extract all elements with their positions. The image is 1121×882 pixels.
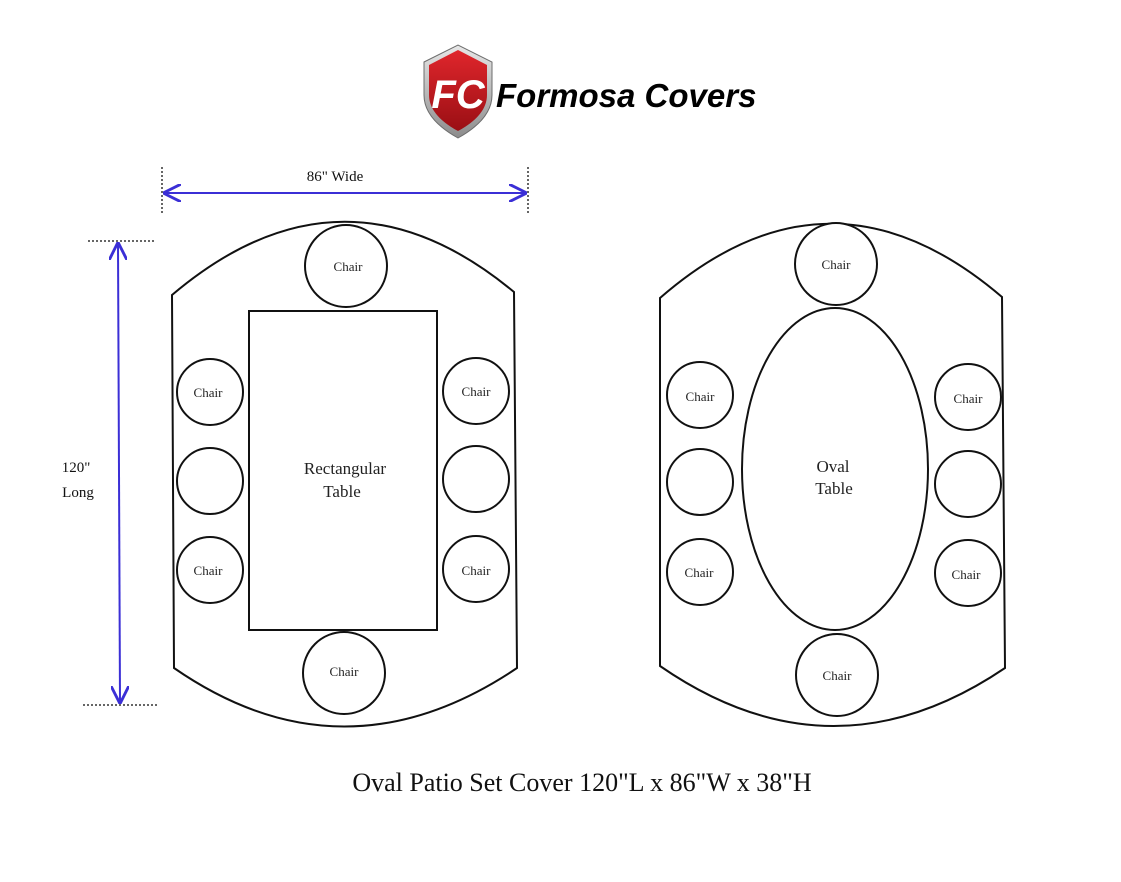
length-dimension: 120" Long — [62, 240, 158, 706]
chair-circle — [442, 445, 510, 513]
chair — [176, 447, 244, 515]
chair-circle — [934, 539, 1002, 607]
rectangular-layout: Rectangular Table Chair Chair Chair Chai… — [170, 220, 519, 728]
chair-circle — [934, 450, 1002, 518]
width-dim-label: 86" Wide — [307, 169, 364, 185]
chair: Chair — [442, 535, 510, 603]
chair: Chair — [304, 224, 388, 308]
oval-table-label-line2: Table — [815, 479, 853, 498]
length-dim-arrow — [118, 244, 120, 702]
width-dimension: 86" Wide — [161, 167, 529, 215]
shield-red-fill — [429, 50, 487, 131]
chair-circle — [794, 222, 878, 306]
chair-circle — [666, 538, 734, 606]
chair-label: Chair — [954, 391, 984, 406]
chair-circle — [176, 358, 244, 426]
chair-label: Chair — [194, 563, 224, 578]
chair — [934, 450, 1002, 518]
chair-label: Chair — [952, 567, 982, 582]
chair-label: Chair — [822, 257, 852, 272]
brand-logo: FC Formosa Covers — [423, 44, 756, 139]
chair-circle — [304, 224, 388, 308]
length-dim-label-line1: 120" — [62, 460, 91, 476]
chair-label: Chair — [462, 563, 492, 578]
oval-cover-outline — [659, 222, 1007, 727]
chair: Chair — [176, 358, 244, 426]
chair-label: Chair — [462, 384, 492, 399]
logo-brand-name: Formosa Covers — [496, 77, 756, 114]
chair-circle — [176, 447, 244, 515]
chair-label: Chair — [685, 565, 715, 580]
chair: Chair — [666, 361, 734, 429]
chair: Chair — [176, 536, 244, 604]
chair: Chair — [794, 222, 878, 306]
chair-circle — [442, 535, 510, 603]
chair-circle — [302, 631, 386, 715]
chair-label: Chair — [686, 389, 716, 404]
rectangular-table — [248, 310, 438, 631]
logo-monogram: FC — [431, 73, 485, 117]
oval-layout: Oval Table Chair Chair Chair Chair Ch — [659, 222, 1007, 727]
chair — [442, 445, 510, 513]
chair-label: Chair — [334, 259, 364, 274]
chair-circle — [442, 357, 510, 425]
chair: Chair — [302, 631, 386, 715]
chair-circle — [795, 633, 879, 717]
chair-circle — [176, 536, 244, 604]
chair: Chair — [795, 633, 879, 717]
chair — [666, 448, 734, 516]
chair-label: Chair — [823, 668, 853, 683]
product-caption: Oval Patio Set Cover 120"L x 86"W x 38"H — [352, 768, 812, 797]
chair-circle — [666, 448, 734, 516]
chair-label: Chair — [330, 664, 360, 679]
length-dim-label-line2: Long — [62, 485, 94, 501]
chair: Chair — [934, 363, 1002, 431]
chair: Chair — [442, 357, 510, 425]
chair-circle — [666, 361, 734, 429]
chair: Chair — [666, 538, 734, 606]
oval-table — [741, 307, 929, 631]
chair-circle — [934, 363, 1002, 431]
rect-table-label-line2: Table — [323, 482, 361, 501]
chair: Chair — [934, 539, 1002, 607]
oval-table-label-line1: Oval — [816, 457, 849, 476]
chair-label: Chair — [194, 385, 224, 400]
rect-cover-outline — [170, 220, 519, 728]
rect-table-label-line1: Rectangular — [304, 459, 386, 478]
